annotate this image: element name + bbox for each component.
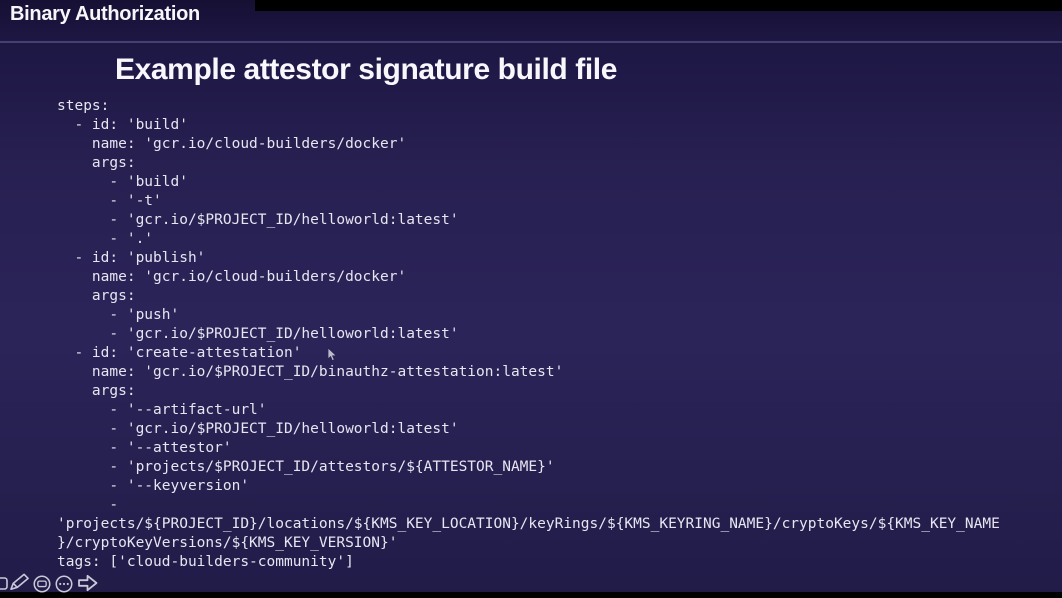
mouse-cursor-icon	[327, 347, 338, 362]
forward-arrow-icon[interactable]	[77, 574, 99, 592]
code-line: - id: 'create-attestation'	[57, 345, 302, 361]
more-options-icon[interactable]	[55, 575, 73, 593]
code-line: name: 'gcr.io/cloud-builders/docker'	[57, 269, 407, 285]
code-line: - '-t'	[57, 193, 162, 209]
code-line: - 'gcr.io/$PROJECT_ID/helloworld:latest'	[57, 421, 459, 437]
code-block: steps: - id: 'build' name: 'gcr.io/cloud…	[57, 97, 1000, 572]
bottom-letterbox-bar	[0, 592, 1062, 598]
page-title: Binary Authorization	[10, 3, 200, 25]
comment-icon[interactable]	[33, 575, 51, 593]
code-line: - id: 'build'	[57, 117, 188, 133]
code-line: }/cryptoKeyVersions/${KMS_KEY_VERSION}'	[57, 535, 398, 551]
code-line: 'projects/${PROJECT_ID}/locations/${KMS_…	[57, 516, 1000, 532]
code-line: - '--keyversion'	[57, 478, 250, 494]
top-letterbox-bar	[255, 0, 1062, 11]
code-line: - 'gcr.io/$PROJECT_ID/helloworld:latest'	[57, 326, 459, 342]
code-line: - 'projects/$PROJECT_ID/attestors/${ATTE…	[57, 459, 555, 475]
code-line: - '--attestor'	[57, 440, 232, 456]
code-line: - id: 'publish'	[57, 250, 206, 266]
code-line: args:	[57, 383, 136, 399]
code-line: - 'push'	[57, 307, 180, 323]
code-line: - '.'	[57, 231, 154, 247]
code-line: - 'build'	[57, 174, 188, 190]
code-line: tags: ['cloud-builders-community']	[57, 554, 354, 570]
code-line: args:	[57, 155, 136, 171]
slide-heading: Example attestor signature build file	[115, 53, 617, 86]
header-divider	[0, 41, 1062, 43]
shape-tool-icon[interactable]	[0, 577, 8, 590]
code-line: -	[57, 497, 119, 513]
code-line: steps:	[57, 98, 110, 114]
code-line: name: 'gcr.io/cloud-builders/docker'	[57, 136, 407, 152]
pencil-icon[interactable]	[9, 573, 31, 591]
code-line: args:	[57, 288, 136, 304]
code-line: - '--artifact-url'	[57, 402, 267, 418]
code-line: name: 'gcr.io/$PROJECT_ID/binauthz-attes…	[57, 364, 564, 380]
code-line: - 'gcr.io/$PROJECT_ID/helloworld:latest'	[57, 212, 459, 228]
